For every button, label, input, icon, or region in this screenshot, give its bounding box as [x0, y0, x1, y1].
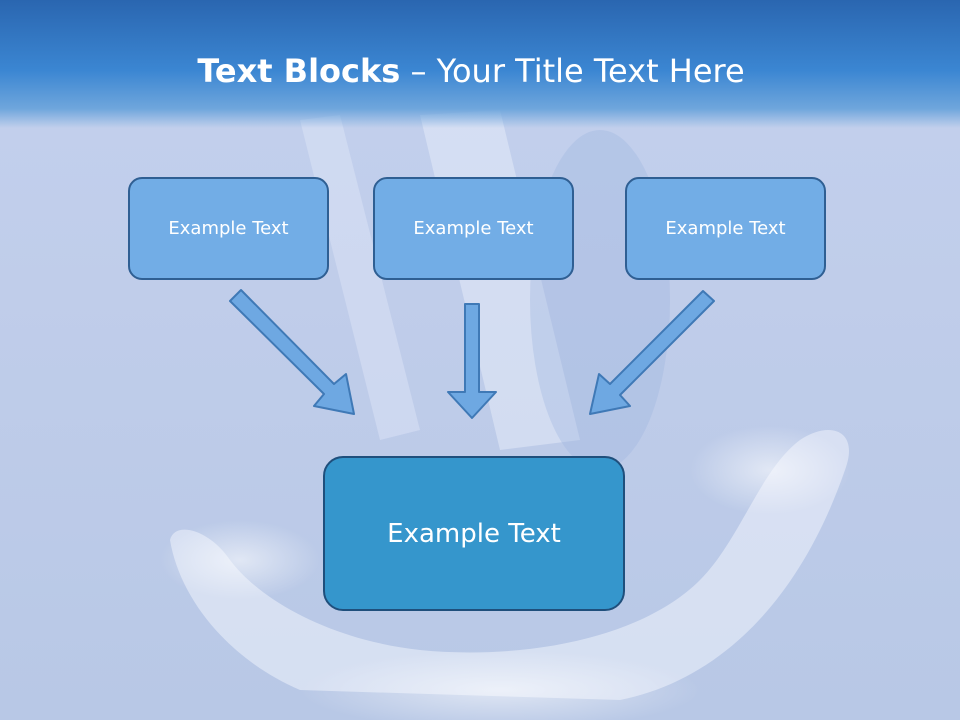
- text-block-main[interactable]: Example Text: [323, 456, 625, 611]
- title-dash: –: [400, 52, 437, 90]
- text-block-right-label: Example Text: [665, 218, 786, 239]
- text-block-center[interactable]: Example Text: [373, 177, 574, 280]
- title-band: [0, 0, 960, 128]
- text-block-center-label: Example Text: [413, 218, 534, 239]
- title-bold: Text Blocks: [197, 52, 401, 90]
- slide-title: Text Blocks – Your Title Text Here: [0, 52, 942, 90]
- text-block-right[interactable]: Example Text: [625, 177, 826, 280]
- text-block-left[interactable]: Example Text: [128, 177, 329, 280]
- text-block-left-label: Example Text: [168, 218, 289, 239]
- text-block-main-label: Example Text: [387, 518, 561, 549]
- title-rest: Your Title Text Here: [436, 52, 745, 90]
